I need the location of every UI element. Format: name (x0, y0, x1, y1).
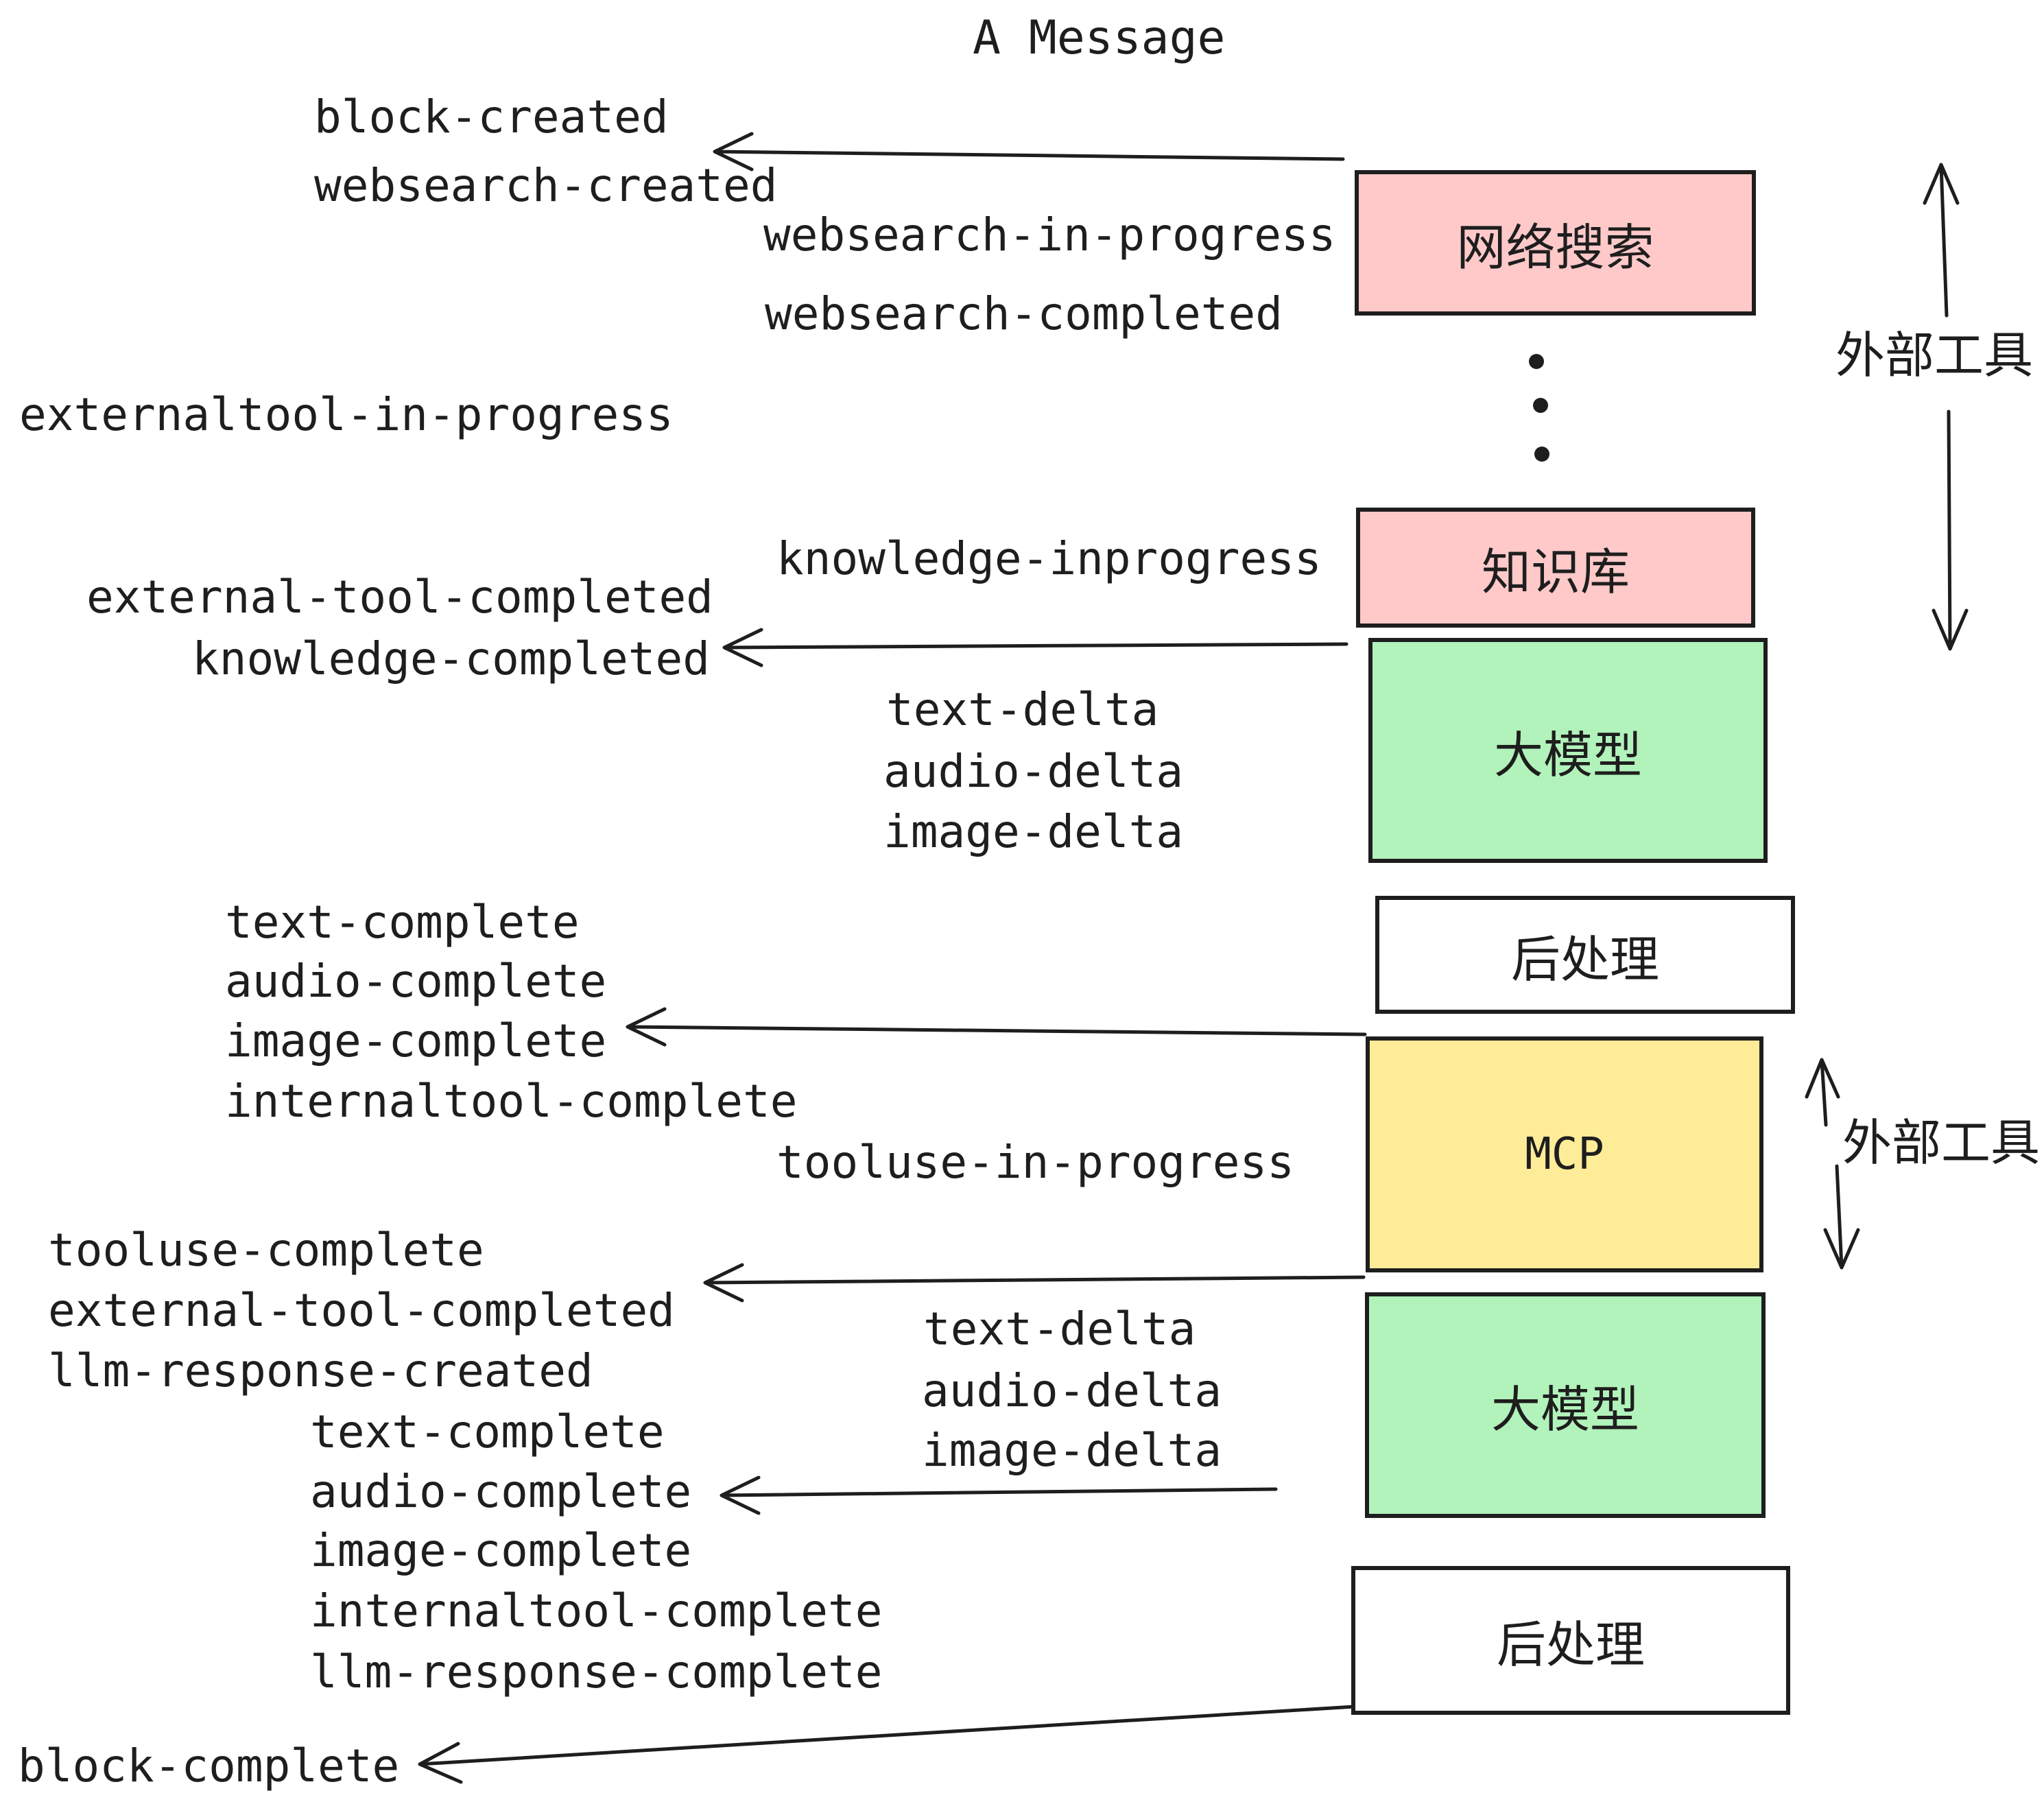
box-postprocess-1: 后处理 (1375, 896, 1795, 1014)
arrow-up-icon (1923, 163, 1960, 318)
box-websearch: 网络搜索 (1355, 170, 1756, 316)
box-mcp: MCP (1366, 1036, 1763, 1272)
event-label-text-complete-2: text-complete (310, 1405, 665, 1458)
event-label-audio-complete-2: audio-complete (310, 1465, 692, 1518)
side-label-external-tools: 外部工具 (1842, 1114, 2041, 1172)
vertical-ellipsis-icon (1529, 354, 1549, 462)
event-label-websearch-in-progress: websearch-in-progress (763, 209, 1336, 261)
event-label-text-delta: text-delta (886, 683, 1159, 736)
arrow-left-icon (722, 628, 1348, 667)
arrow-down-icon (1823, 1164, 1860, 1270)
box-llm-1: 大模型 (1368, 638, 1768, 863)
box-postprocess-2: 后处理 (1351, 1566, 1790, 1715)
event-label-external-tool-completed-2: external-tool-completed (48, 1284, 675, 1337)
event-label-websearch-created: websearch-created (314, 159, 778, 212)
event-label-knowledge-completed: knowledge-completed (192, 632, 710, 685)
arrow-left-icon (418, 1705, 1357, 1784)
event-label-text-delta-2: text-delta (923, 1303, 1196, 1355)
event-label-image-delta-2: image-delta (922, 1424, 1222, 1477)
arrow-up-icon (1805, 1058, 1840, 1127)
event-label-tooluse-complete: tooluse-complete (48, 1224, 484, 1277)
event-label-image-delta: image-delta (883, 805, 1184, 858)
page-title: A Message (973, 11, 1226, 65)
event-label-externaltool-in-progress: externaltool-in-progress (19, 388, 674, 441)
arrow-left-icon (626, 1007, 1367, 1047)
event-label-llm-response-complete: llm-response-complete (310, 1646, 883, 1698)
event-label-audio-delta-2: audio-delta (922, 1364, 1222, 1417)
event-label-audio-delta: audio-delta (883, 745, 1184, 798)
box-knowledge: 知识库 (1356, 508, 1755, 628)
arrow-left-icon (703, 1263, 1366, 1303)
event-label-internaltool-complete: internaltool-complete (225, 1075, 798, 1128)
event-label-image-complete-2: image-complete (310, 1524, 692, 1577)
arrow-down-icon (1932, 410, 1969, 651)
side-label-external-tools: 外部工具 (1835, 327, 2034, 384)
event-label-text-complete: text-complete (225, 896, 580, 949)
event-label-image-complete: image-complete (225, 1014, 607, 1067)
event-label-block-created: block-created (314, 91, 669, 143)
event-label-llm-response-created: llm-response-created (48, 1344, 593, 1397)
event-label-knowledge-inprogress: knowledge-inprogress (776, 532, 1322, 585)
event-label-external-tool-completed: external-tool-completed (86, 571, 713, 624)
event-label-tooluse-in-progress: tooluse-in-progress (776, 1136, 1294, 1189)
event-label-block-complete: block-complete (18, 1740, 400, 1792)
event-label-internaltool-complete-2: internaltool-complete (310, 1585, 883, 1637)
arrow-left-icon (720, 1475, 1278, 1515)
arrow-left-icon (713, 132, 1345, 171)
box-llm-2: 大模型 (1365, 1292, 1766, 1518)
event-label-audio-complete: audio-complete (225, 955, 607, 1008)
event-label-websearch-completed: websearch-completed (765, 287, 1283, 340)
